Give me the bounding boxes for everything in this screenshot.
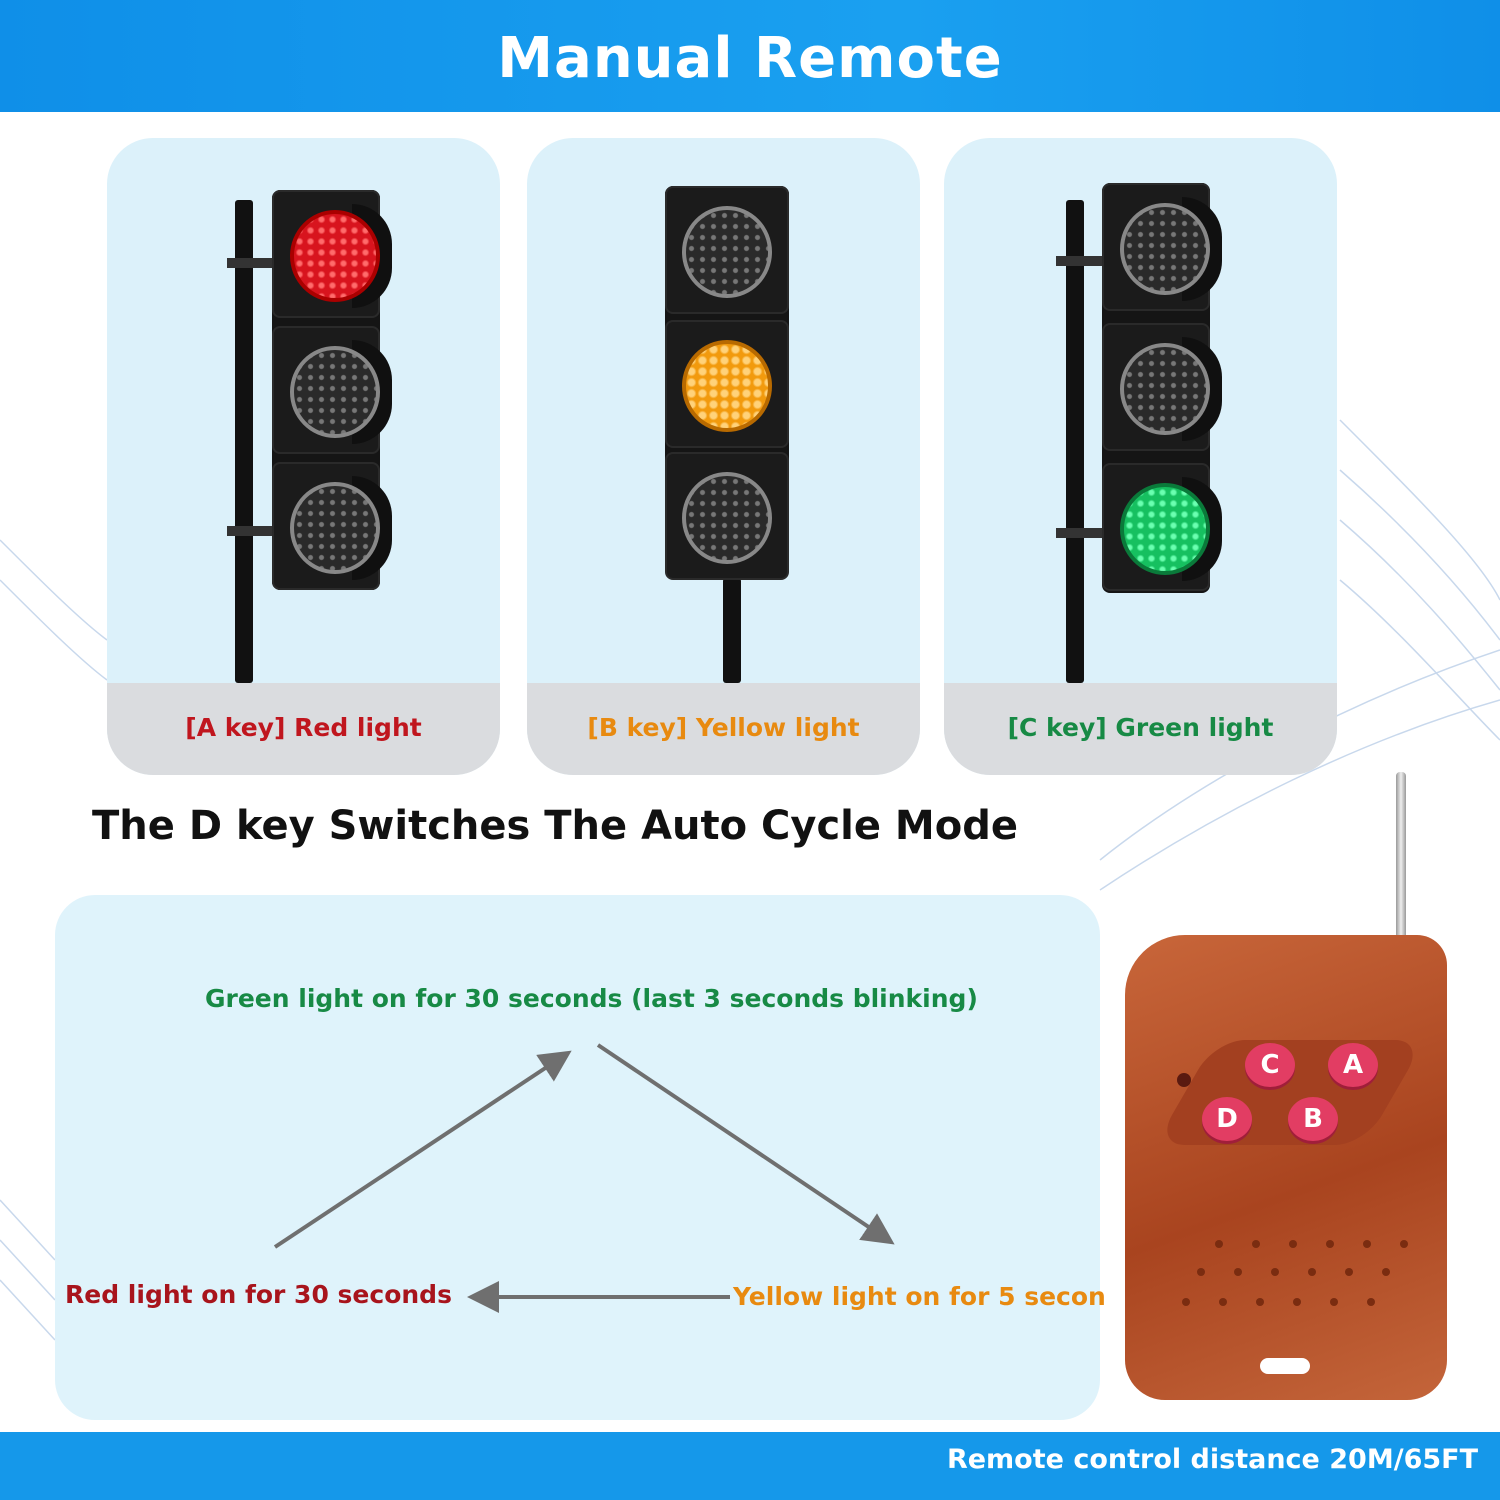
traffic-light [1102, 183, 1222, 593]
remote-antenna [1396, 772, 1406, 942]
arrow-green-to-yellow [596, 1043, 895, 1245]
speaker-hole [1363, 1240, 1371, 1248]
led-indicator [1177, 1073, 1191, 1087]
panel-green-light: [C key] Green light [944, 138, 1337, 775]
arrow-red-to-green [273, 1050, 572, 1249]
red-lamp [290, 210, 380, 302]
speaker-hole [1400, 1240, 1408, 1248]
green-lamp [682, 472, 772, 564]
speaker-hole [1182, 1298, 1190, 1306]
speaker-hole [1271, 1268, 1279, 1276]
caption-a-key: [A key] Red light [107, 683, 500, 775]
green-lamp [290, 482, 380, 574]
speaker-hole [1197, 1268, 1205, 1276]
yellow-lamp [682, 340, 772, 432]
green-lamp [1120, 483, 1210, 575]
pole [235, 200, 253, 683]
red-lamp [682, 206, 772, 298]
remote-key-d[interactable]: D [1202, 1097, 1252, 1141]
traffic-light [272, 190, 392, 590]
speaker-hole [1293, 1298, 1301, 1306]
red-lamp [1120, 203, 1210, 295]
caption-b-key: [B key] Yellow light [527, 683, 920, 775]
cycle-diagram-panel [55, 895, 1100, 1420]
keyring-hole [1260, 1358, 1310, 1374]
remote-distance-text: Remote control distance 20M/65FT [946, 1444, 1478, 1475]
auto-cycle-heading: The D key Switches The Auto Cycle Mode [92, 803, 1018, 849]
remote-control [1125, 935, 1447, 1400]
pole [1066, 200, 1084, 683]
speaker-hole [1308, 1268, 1316, 1276]
page-title: Manual Remote [497, 26, 1003, 91]
yellow-lamp [290, 346, 380, 438]
speaker-hole [1256, 1298, 1264, 1306]
speaker-hole [1219, 1298, 1227, 1306]
remote-key-c[interactable]: C [1245, 1043, 1295, 1087]
panel-red-light: [A key] Red light [107, 138, 500, 775]
speaker-hole [1345, 1268, 1353, 1276]
speaker-hole [1234, 1268, 1242, 1276]
pole [723, 578, 741, 683]
speaker-hole [1289, 1240, 1297, 1248]
speaker-hole [1330, 1298, 1338, 1306]
traffic-light [665, 186, 789, 580]
speaker-hole [1215, 1240, 1223, 1248]
panel-yellow-light: [B key] Yellow light [527, 138, 920, 775]
yellow-lamp [1120, 343, 1210, 435]
remote-key-b[interactable]: B [1288, 1097, 1338, 1141]
bracket [227, 258, 277, 268]
speaker-hole [1367, 1298, 1375, 1306]
yellow-phase-label: Yellow light on for 5 secon [733, 1282, 1106, 1311]
remote-key-a[interactable]: A [1328, 1043, 1378, 1087]
red-phase-label: Red light on for 30 seconds [65, 1280, 452, 1309]
bracket [1056, 256, 1106, 266]
header-banner: Manual Remote [0, 0, 1500, 112]
caption-c-key: [C key] Green light [944, 683, 1337, 775]
bracket [1056, 528, 1106, 538]
green-phase-label: Green light on for 30 seconds (last 3 se… [205, 984, 978, 1013]
speaker-hole [1252, 1240, 1260, 1248]
speaker-hole [1326, 1240, 1334, 1248]
speaker-hole [1382, 1268, 1390, 1276]
footer-banner: Remote control distance 20M/65FT [0, 1432, 1500, 1500]
bracket [227, 526, 277, 536]
